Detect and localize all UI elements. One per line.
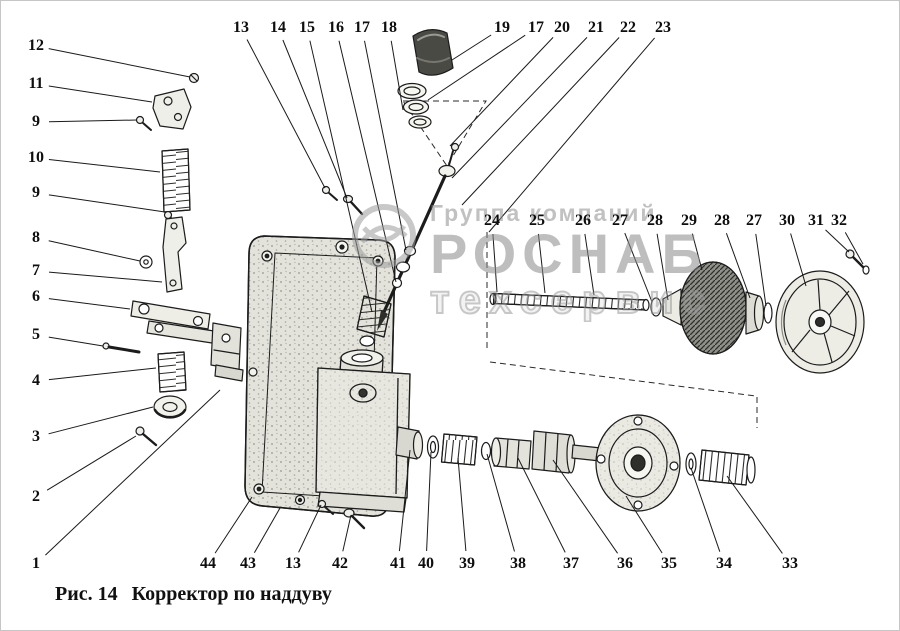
figure-number: Рис. 14 (55, 583, 118, 605)
bottom-valve-train (395, 414, 756, 512)
figure-title: Корректор по наддуву (131, 583, 332, 605)
dashed-guides (402, 100, 758, 428)
left-parts (102, 72, 244, 447)
diaphragm-assembly (489, 249, 870, 374)
figure-caption: Рис. 14 Корректор по наддуву (55, 583, 332, 606)
valve-body-block (315, 349, 411, 513)
needle-valve-assembly (356, 29, 460, 347)
leader-lines (45, 34, 864, 556)
